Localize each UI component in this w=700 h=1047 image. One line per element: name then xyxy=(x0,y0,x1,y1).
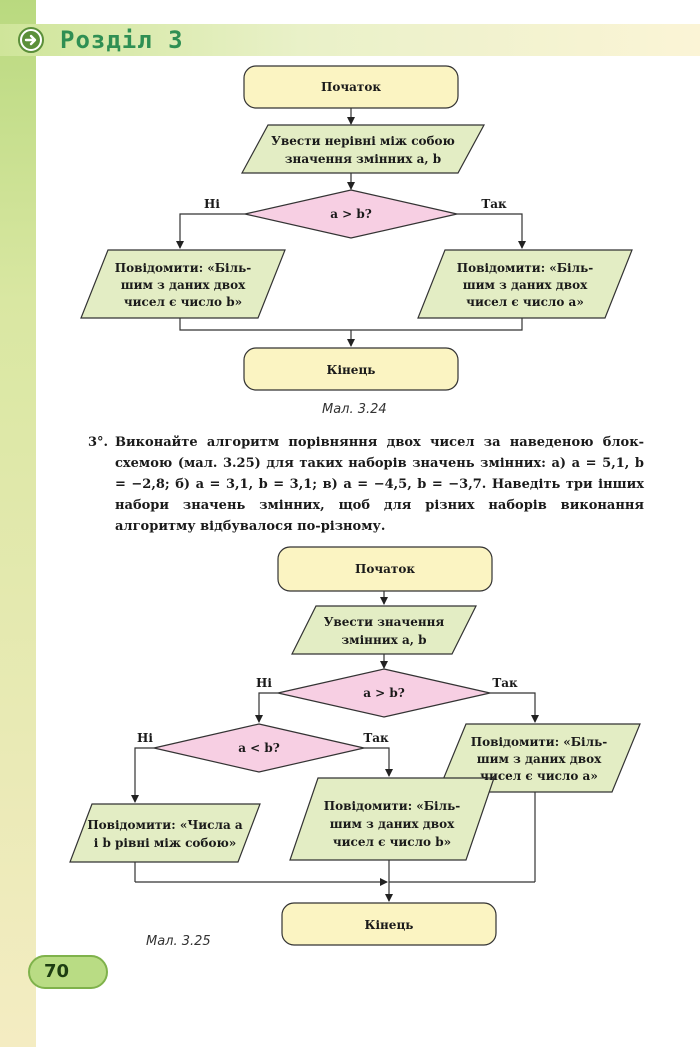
yes-label: Так xyxy=(481,197,507,211)
flowchart-2 xyxy=(69,546,641,946)
output-middle-line1: Повідомити: «Біль- xyxy=(324,799,460,813)
output-right-line3: чисел є число a» xyxy=(466,295,584,309)
input-block xyxy=(240,124,486,174)
output-right-block xyxy=(437,723,641,793)
header-band xyxy=(0,24,700,56)
output-right-line2: шим з даних двох xyxy=(463,278,588,292)
decision-2-block xyxy=(153,723,365,773)
flowchart-1 xyxy=(80,65,633,391)
no-label: Ні xyxy=(204,197,220,211)
decision-2-label: a < b? xyxy=(238,741,280,755)
figure-caption-2: Мал. 3.25 xyxy=(146,934,211,949)
decision-label: a > b? xyxy=(330,207,372,221)
input-label-line2: змінних a, b xyxy=(342,633,427,647)
input-label-line1: Увести значення xyxy=(324,615,445,629)
decision-block xyxy=(244,189,458,239)
end-block xyxy=(281,902,497,946)
output-middle-line3: чисел є число b» xyxy=(333,835,451,849)
output-right-line3: чисел є число a» xyxy=(480,769,598,783)
end-block xyxy=(243,347,459,391)
decision-1-yes-label: Так xyxy=(492,676,518,690)
figure-caption-1: Мал. 3.24 xyxy=(322,402,387,417)
start-block xyxy=(277,546,493,592)
output-right-line2: шим з даних двох xyxy=(477,752,602,766)
chapter-title: Розділ 3 xyxy=(60,26,184,54)
output-right-line1: Повідомити: «Біль- xyxy=(471,735,607,749)
output-left-block xyxy=(69,803,261,863)
exercise-number: 3°. xyxy=(88,435,109,450)
output-left-line3: чисел є число b» xyxy=(124,295,242,309)
input-label-line1: Увести нерівні між собою xyxy=(271,134,455,148)
output-middle-line2: шим з даних двох xyxy=(330,817,455,831)
start-label: Початок xyxy=(355,562,415,576)
decision-1-no-label: Ні xyxy=(256,676,272,690)
page-number-tab xyxy=(28,955,108,989)
output-left-line1: Повідомити: «Біль- xyxy=(115,261,251,275)
arrow-right-icon xyxy=(18,27,44,53)
output-left-block xyxy=(80,249,286,319)
decision-1-block xyxy=(277,668,491,718)
exercise-3: 3°. Виконайте алгоритм порівняння двох ч… xyxy=(88,432,644,537)
page-number: 70 xyxy=(44,961,70,982)
end-label: Кінець xyxy=(327,363,376,377)
decision-2-no-label: Ні xyxy=(137,731,153,745)
output-middle-block xyxy=(289,777,495,861)
output-left-line2: і b рівні між собою» xyxy=(94,836,237,850)
end-label: Кінець xyxy=(365,918,414,932)
decision-2-yes-label: Так xyxy=(363,731,389,745)
output-left-line1: Повідомити: «Числа a xyxy=(87,818,243,832)
output-left-line2: шим з даних двох xyxy=(121,278,246,292)
output-right-block xyxy=(417,249,633,319)
output-right-line1: Повідомити: «Біль- xyxy=(457,261,593,275)
left-margin-strip xyxy=(0,0,36,1047)
decision-1-label: a > b? xyxy=(363,686,405,700)
input-block xyxy=(291,605,477,655)
start-label: Початок xyxy=(321,80,381,94)
input-label-line2: значення змінних a, b xyxy=(285,152,441,166)
exercise-text: Виконайте алгоритм порівняння двох чисел… xyxy=(115,435,644,534)
